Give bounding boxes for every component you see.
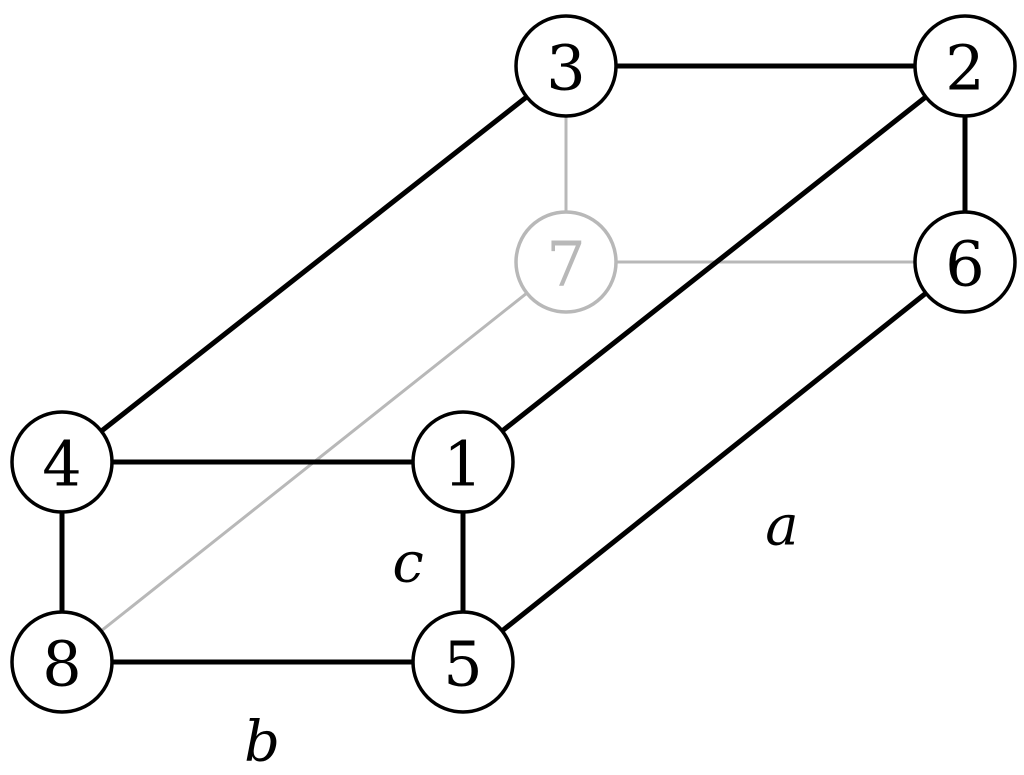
node-circle xyxy=(913,210,1017,314)
node-label: 3 xyxy=(546,32,585,105)
dimension-label-a: a xyxy=(765,494,798,559)
edges-layer xyxy=(59,63,968,665)
node-4: 4 xyxy=(10,410,114,514)
edge-2-1 xyxy=(460,63,968,465)
node-2: 2 xyxy=(913,14,1017,118)
node-label: 2 xyxy=(945,32,984,105)
node-1: 1 xyxy=(411,410,515,514)
edge-3-4 xyxy=(59,63,569,465)
node-8: 8 xyxy=(10,610,114,714)
node-3: 3 xyxy=(514,14,618,118)
dimension-label-c: c xyxy=(392,531,423,596)
node-circle xyxy=(10,410,114,514)
node-circle xyxy=(411,610,515,714)
node-circle xyxy=(10,610,114,714)
node-label: 7 xyxy=(546,228,585,301)
node-circle xyxy=(913,14,1017,118)
node-6: 6 xyxy=(913,210,1017,314)
node-5: 5 xyxy=(411,610,515,714)
node-label: 5 xyxy=(443,628,482,701)
node-7: 7 xyxy=(514,210,618,314)
node-label: 6 xyxy=(945,228,984,301)
dimension-label-b: b xyxy=(244,710,280,775)
node-circle xyxy=(411,410,515,514)
nodes-layer: 1 2 3 4 5 6 7 8 xyxy=(10,14,1017,714)
node-label: 8 xyxy=(42,628,81,701)
node-label: 1 xyxy=(443,428,482,501)
node-label: 4 xyxy=(42,428,81,501)
node-circle xyxy=(514,14,618,118)
node-circle xyxy=(514,210,618,314)
edge-6-5 xyxy=(460,259,968,665)
dimension-labels: a b c xyxy=(244,494,799,775)
